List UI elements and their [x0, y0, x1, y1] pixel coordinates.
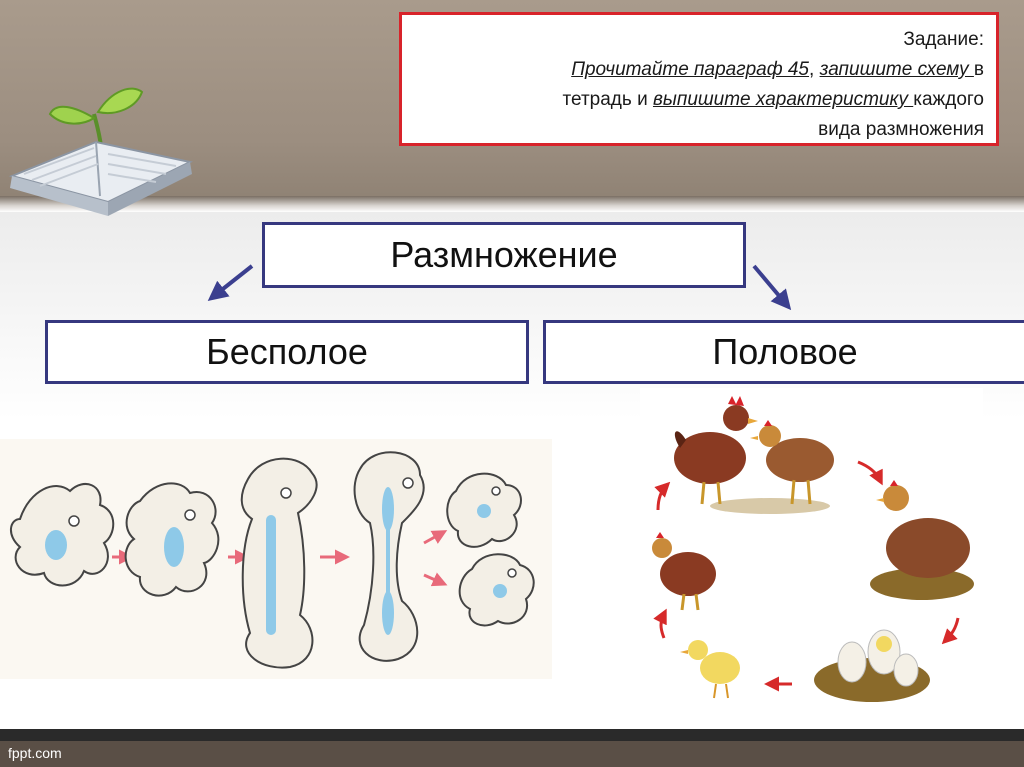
open-book-with-sprout-icon	[8, 87, 194, 216]
diagram-asexual-label: Бесполое	[206, 331, 368, 372]
task-line-2: тетрадь и выпишите характеристику каждог…	[414, 85, 984, 115]
task-separator: ,	[809, 59, 820, 80]
task-line-1: Прочитайте параграф 45, запишите схему в	[414, 55, 984, 85]
amoeba-daughter-cell-1	[446, 472, 522, 548]
hatching-egg-nest-icon	[814, 629, 930, 702]
task-box: Задание: Прочитайте параграф 45, запишит…	[399, 12, 999, 146]
header-shadow	[0, 196, 1024, 212]
arrow-to-sexual	[752, 264, 792, 311]
task-text-each: каждого	[913, 89, 984, 110]
amoeba-daughter-cell-2	[458, 553, 535, 627]
chick-icon	[680, 640, 740, 699]
amoeba-cell-2	[124, 482, 220, 597]
task-heading: Задание:	[903, 29, 984, 50]
arrow-to-asexual	[207, 264, 254, 301]
task-link-read-paragraph: Прочитайте параграф 45	[571, 59, 810, 80]
task-link-characteristics: выпишите характеристику	[652, 89, 914, 110]
chicken-life-cycle-svg	[652, 396, 974, 702]
amoeba-division-illustration	[0, 439, 552, 679]
task-link-write-scheme: запишите схему	[819, 59, 974, 80]
chicken-life-cycle-illustration	[640, 388, 983, 718]
footer-site-label: fppt.com	[8, 745, 62, 761]
amoeba-cell-3	[240, 457, 318, 669]
footer-divider	[0, 729, 1024, 741]
task-text-in: в	[973, 59, 984, 80]
diagram-root-label: Размножение	[390, 234, 618, 275]
hen-icon	[750, 420, 834, 505]
diagram-sexual-node: Половое	[543, 320, 1024, 384]
amoeba-cell-4	[353, 451, 425, 662]
amoeba-division-svg	[10, 451, 535, 669]
amoeba-cell-1	[10, 483, 115, 587]
task-line-3: вида размножения	[818, 119, 984, 140]
diagram-root-node: Размножение	[262, 222, 746, 288]
young-hen-icon	[652, 532, 716, 611]
diagram-sexual-label: Половое	[712, 331, 858, 372]
rooster-icon	[674, 396, 758, 505]
task-text-notebook: тетрадь и	[562, 89, 653, 110]
footer	[0, 741, 1024, 767]
nesting-hen-icon	[870, 480, 974, 600]
diagram-asexual-node: Бесполое	[45, 320, 529, 384]
